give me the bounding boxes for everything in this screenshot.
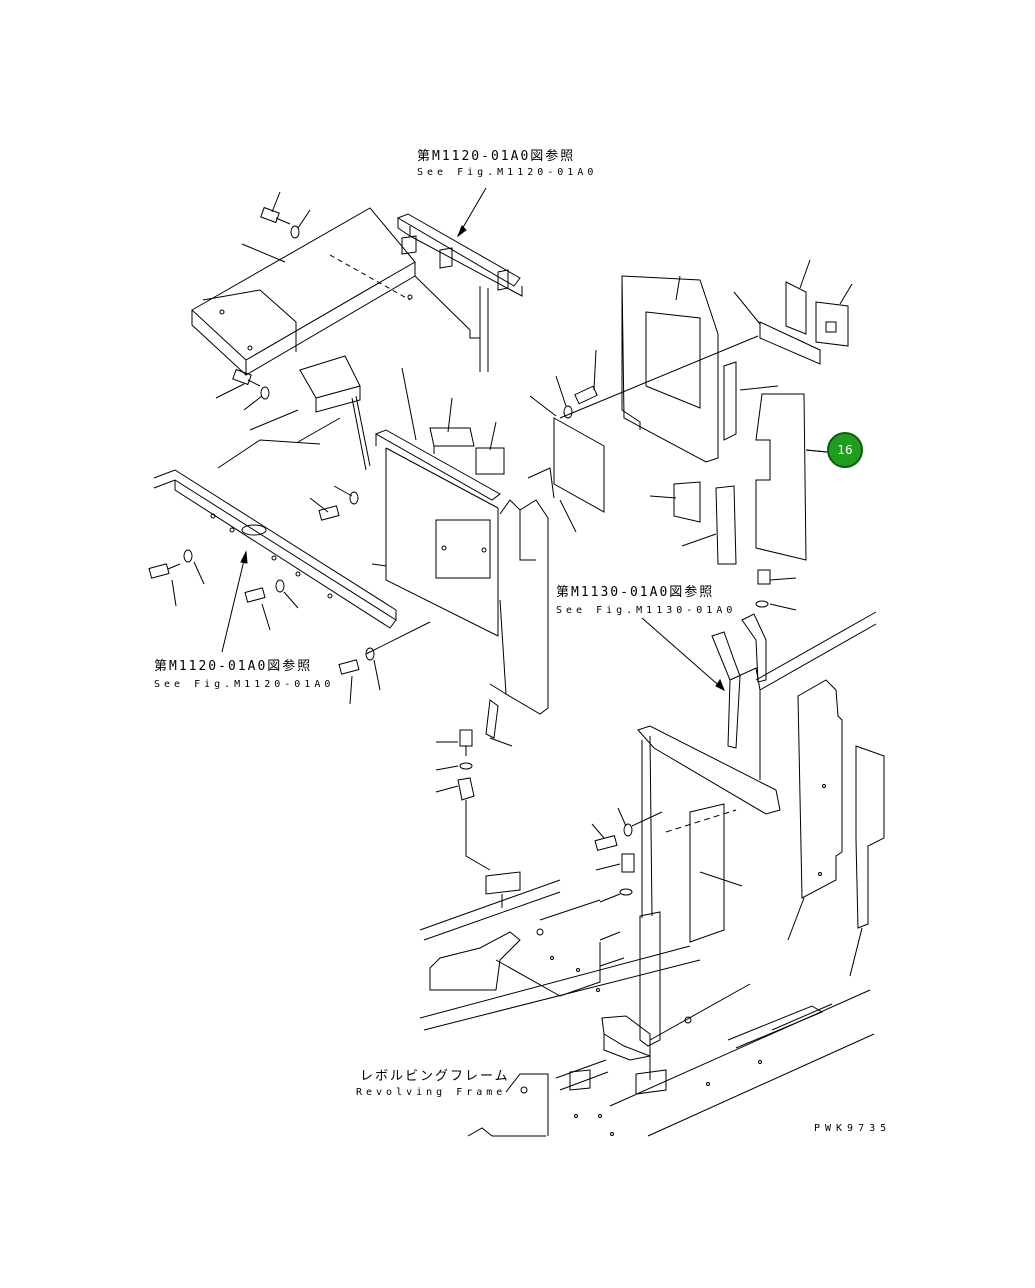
ref-left-en: See Fig.M1120-01A0 (154, 679, 335, 690)
ref-left-jp: 第M1120-01A0図参照 (154, 659, 313, 674)
lower-right-deck (467, 983, 875, 1137)
center-panel (371, 367, 501, 637)
spacer-blocks (429, 397, 505, 475)
hinge-bracket (217, 355, 371, 471)
bolt-group-upper-left (215, 191, 311, 411)
right-hanger-brackets (641, 569, 877, 780)
revolving-frame-jp: レボルビングフレーム (360, 1069, 510, 1084)
top-bracket-bar (396, 187, 523, 372)
revolving-frame-base (419, 871, 701, 1031)
lower-support-frame (637, 725, 781, 1080)
top-left-cover (191, 207, 480, 377)
left-long-rail (153, 469, 397, 653)
right-long-seals (787, 679, 885, 977)
callout-leader-line (805, 449, 829, 453)
center-cover-plate (527, 349, 605, 533)
ref-right-en: See Fig.M1130-01A0 (556, 605, 737, 616)
door-frame (559, 275, 759, 463)
bolt-group-lower-middle (435, 729, 663, 903)
right-top-bracket (733, 259, 853, 365)
revolving-frame-en: Revolving Frame (356, 1087, 507, 1098)
callout-number: 16 (837, 443, 853, 457)
right-seal-pieces (649, 361, 827, 565)
ref-top-en: See Fig.M1120-01A0 (417, 167, 598, 178)
ref-top-jp: 第M1120-01A0図参照 (417, 149, 576, 164)
drawing-code: PWK9735 (814, 1123, 892, 1134)
ref-right-jp: 第M1130-01A0図参照 (556, 585, 715, 600)
center-seal-strip (485, 499, 549, 747)
bolt-group-middle-left (148, 485, 431, 705)
callout-badge-16[interactable]: 16 (827, 432, 863, 468)
